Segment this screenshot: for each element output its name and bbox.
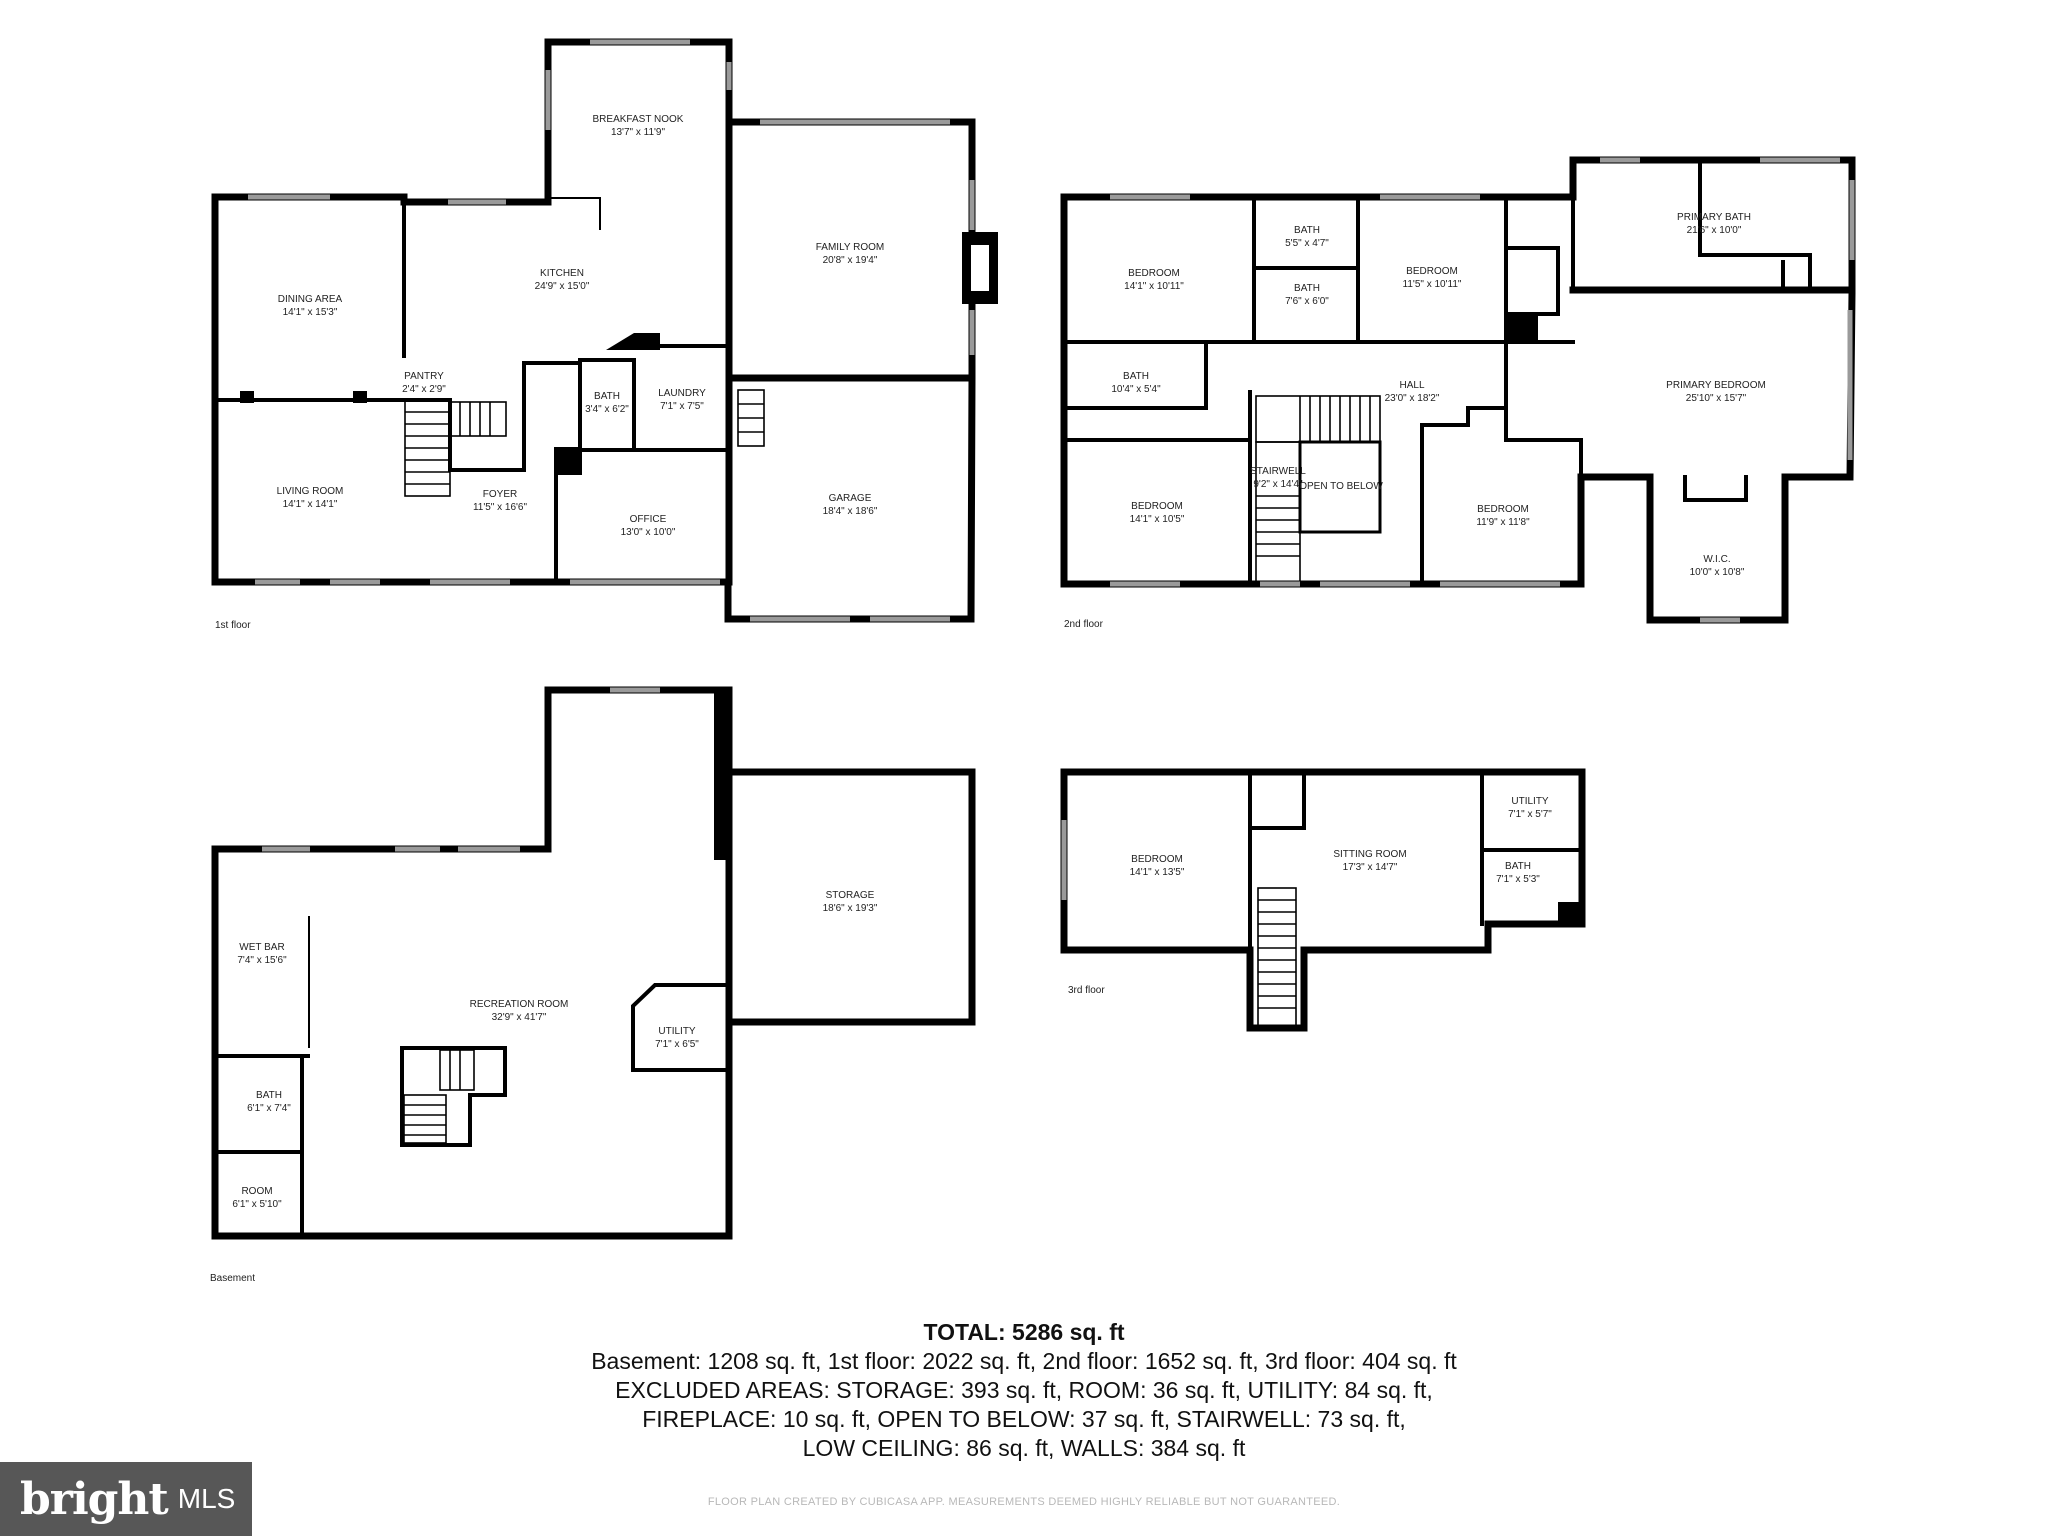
room-label: UTILITY: [658, 1026, 696, 1037]
room-dims: 24'9" x 15'0": [535, 281, 590, 292]
room-label: BEDROOM: [1131, 854, 1183, 865]
second-floor-plan: [1060, 156, 1856, 624]
room-dims: 7'4" x 15'6": [237, 955, 287, 966]
room-label: BATH: [594, 391, 620, 402]
room-label: DINING AREA: [278, 294, 343, 305]
first-floor-labels: BREAKFAST NOOK 13'7" x 11'9" FAMILY ROOM…: [215, 114, 884, 631]
room-dims: 7'1" x 6'5": [655, 1039, 699, 1050]
room-dims: 10'4" x 5'4": [1111, 384, 1161, 395]
room-dims: 14'1" x 14'1": [283, 499, 338, 510]
room-dims: 18'4" x 18'6": [823, 506, 878, 517]
floor-label: 2nd floor: [1064, 619, 1104, 630]
room-label: PANTRY: [404, 371, 444, 382]
area-summary: TOTAL: 5286 sq. ft Basement: 1208 sq. ft…: [0, 1318, 2048, 1463]
room-label: BATH: [1123, 371, 1149, 382]
floor-label: Basement: [210, 1273, 255, 1284]
floor-label: 1st floor: [215, 620, 251, 631]
room-dims: 14'1" x 13'5": [1130, 867, 1185, 878]
third-floor-labels: BEDROOM 14'1" x 13'5" SITTING ROOM 17'3"…: [1068, 796, 1552, 996]
room-label: FAMILY ROOM: [816, 242, 885, 253]
basement-labels: STORAGE 18'6" x 19'3" WET BAR 7'4" x 15'…: [210, 890, 878, 1284]
room-dims: 6'1" x 7'4": [247, 1103, 291, 1114]
room-label: STAIRWELL: [1250, 466, 1306, 477]
room-label: PRIMARY BATH: [1677, 212, 1751, 223]
room-label: FOYER: [483, 489, 517, 500]
room-dims: 20'8" x 19'4": [823, 255, 878, 266]
room-label: OPEN TO BELOW: [1299, 481, 1383, 492]
disclaimer: FLOOR PLAN CREATED BY CUBICASA APP. MEAS…: [707, 1496, 1341, 1508]
room-dims: 9'2" x 14'4": [1253, 479, 1303, 490]
floor-label: 3rd floor: [1068, 985, 1105, 996]
excluded-areas-line: LOW CEILING: 86 sq. ft, WALLS: 384 sq. f…: [802, 1435, 1246, 1461]
room-dims: 18'6" x 19'3": [823, 903, 878, 914]
room-dims: 13'0" x 10'0": [621, 527, 676, 538]
room-dims: 23'0" x 18'2": [1385, 393, 1440, 404]
room-dims: 11'9" x 11'8": [1476, 517, 1530, 528]
room-label: W.I.C.: [1703, 554, 1730, 565]
logo-brand: bright: [20, 1473, 169, 1525]
room-label: BREAKFAST NOOK: [593, 114, 684, 125]
room-dims: 14'1" x 10'11": [1124, 281, 1184, 292]
bright-mls-logo: bright MLS: [0, 1462, 252, 1536]
room-dims: 5'5" x 4'7": [1285, 238, 1329, 249]
room-label: PRIMARY BEDROOM: [1666, 380, 1766, 391]
room-label: BATH: [1505, 861, 1531, 872]
second-floor-labels: BEDROOM 14'1" x 10'11" BATH 5'5" x 4'7" …: [1064, 212, 1766, 630]
room-dims: 14'1" x 15'3": [283, 307, 338, 318]
floor-areas: Basement: 1208 sq. ft, 1st floor: 2022 s…: [591, 1348, 1457, 1374]
room-dims: 14'1" x 10'5": [1130, 514, 1185, 525]
room-label: LIVING ROOM: [277, 486, 344, 497]
room-label: SITTING ROOM: [1333, 849, 1406, 860]
room-label: RECREATION ROOM: [470, 999, 569, 1010]
room-dims: 10'0" x 10'8": [1690, 567, 1745, 578]
room-label: UTILITY: [1511, 796, 1549, 807]
room-label: LAUNDRY: [658, 388, 706, 399]
room-dims: 11'5" x 16'6": [473, 502, 528, 513]
room-label: KITCHEN: [540, 268, 584, 279]
room-dims: 2'4" x 2'9": [402, 384, 446, 395]
room-dims: 25'10" x 15'7": [1686, 393, 1747, 404]
excluded-areas-line: EXCLUDED AREAS: STORAGE: 393 sq. ft, ROO…: [615, 1377, 1433, 1403]
room-label: STORAGE: [826, 890, 875, 901]
room-dims: 32'9" x 41'7": [492, 1012, 547, 1023]
room-label: GARAGE: [829, 493, 872, 504]
room-label: OFFICE: [630, 514, 667, 525]
room-dims: 3'4" x 6'2": [585, 404, 629, 415]
room-label: BATH: [1294, 283, 1320, 294]
room-dims: 13'7" x 11'9": [611, 127, 666, 138]
excluded-areas-line: FIREPLACE: 10 sq. ft, OPEN TO BELOW: 37 …: [642, 1406, 1406, 1432]
room-label: BATH: [1294, 225, 1320, 236]
total-area: TOTAL: 5286 sq. ft: [923, 1319, 1125, 1345]
first-floor-plan: [211, 38, 998, 623]
third-floor-plan: [1060, 768, 1586, 1032]
room-label: BEDROOM: [1406, 266, 1458, 277]
room-dims: 17'3" x 14'7": [1343, 862, 1398, 873]
room-label: BEDROOM: [1131, 501, 1183, 512]
room-dims: 7'1" x 5'7": [1508, 809, 1552, 820]
room-label: BATH: [256, 1090, 282, 1101]
room-dims: 7'1" x 5'3": [1496, 874, 1540, 885]
room-label: WET BAR: [239, 942, 284, 953]
room-label: BEDROOM: [1477, 504, 1529, 515]
room-dims: 21'6" x 10'0": [1687, 225, 1742, 236]
room-dims: 7'6" x 6'0": [1285, 296, 1329, 307]
room-dims: 6'1" x 5'10": [232, 1199, 282, 1210]
logo-mls: MLS: [177, 1483, 236, 1514]
room-dims: 11'5" x 10'11": [1403, 279, 1462, 290]
room-label: ROOM: [241, 1186, 272, 1197]
room-dims: 7'1" x 7'5": [660, 401, 704, 412]
room-label: HALL: [1399, 380, 1424, 391]
room-label: BEDROOM: [1128, 268, 1180, 279]
basement-plan: [211, 686, 976, 1240]
